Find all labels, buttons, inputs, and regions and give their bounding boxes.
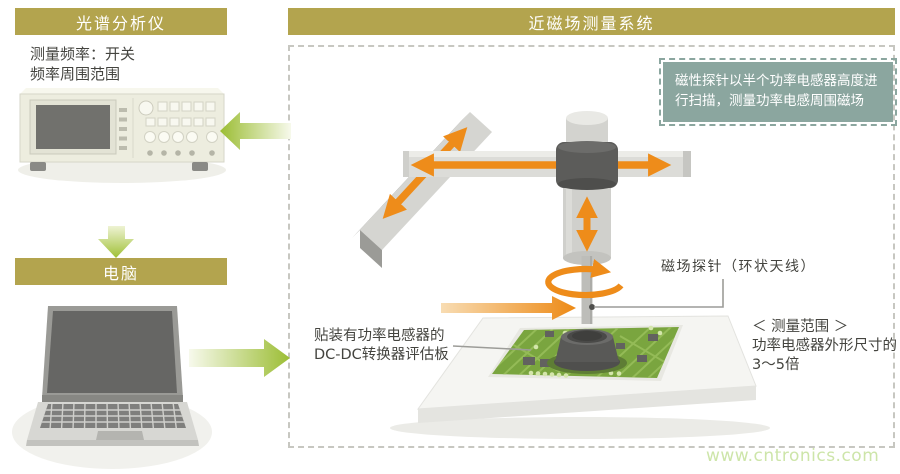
analyzer-note-line1: 测量频率：开关 <box>30 45 136 63</box>
analyzer-softkeys <box>119 108 127 150</box>
evaluation-board <box>488 325 683 381</box>
board-label: 贴装有功率电感器的 DC-DC转换器评估板 <box>314 327 449 365</box>
laptop-screen <box>47 311 177 393</box>
board-label-line1: 贴装有功率电感器的 <box>314 328 445 344</box>
measurement-range-note: ＜ 测量范围 ＞ 功率电感器外形尺寸的 3～5倍 <box>752 318 897 375</box>
probe-anchor-dot <box>589 304 595 310</box>
scan-callout: 磁性探针以半个功率电感器高度进行扫描，测量功率电感周围磁场 <box>659 58 897 126</box>
computer-title-bar: 电脑 <box>15 258 227 285</box>
range-heading: ＜ 测量范围 ＞ <box>752 319 849 335</box>
analyzer-foot <box>192 162 208 171</box>
range-line1: 功率电感器外形尺寸的 <box>752 338 897 354</box>
laptop-keyboard <box>40 404 186 428</box>
y-axis-rail <box>352 112 492 268</box>
system-title-bar: 近磁场测量系统 <box>288 8 895 35</box>
xyz-stage-illustration <box>352 111 691 268</box>
probe-rod <box>581 256 593 324</box>
analyzer-buttons <box>138 100 218 156</box>
watermark: www.cntronics.com <box>706 446 880 466</box>
analyzer-note-line2: 频率周围范围 <box>30 65 121 83</box>
board-label-line2: DC-DC转换器评估板 <box>314 347 449 363</box>
rotation-arrow-icon <box>545 259 624 299</box>
analyzer-screen <box>36 105 110 149</box>
laptop-illustration <box>12 306 212 469</box>
spectrum-analyzer-illustration <box>18 88 226 183</box>
arrow-system-to-analyzer <box>220 112 291 150</box>
arrow-analyzer-to-computer <box>98 226 134 258</box>
range-line2: 3～5倍 <box>752 357 800 373</box>
laptop-touchpad <box>96 431 144 440</box>
board-connector-line <box>452 345 532 351</box>
probe-label: 磁场探针（环状天线） <box>661 259 816 275</box>
power-inductor <box>547 329 627 374</box>
probe-connector-line <box>594 279 724 308</box>
analyzer-foot <box>30 162 46 171</box>
analyzer-title-bar: 光谱分析仪 <box>15 8 227 35</box>
probe-pointer-arrow <box>441 296 576 320</box>
system-dashed-box <box>288 45 895 448</box>
analyzer-note: 测量频率：开关 频率周围范围 <box>30 44 135 84</box>
arrow-computer-to-system <box>189 339 290 377</box>
z-carriage-collar <box>556 142 618 188</box>
